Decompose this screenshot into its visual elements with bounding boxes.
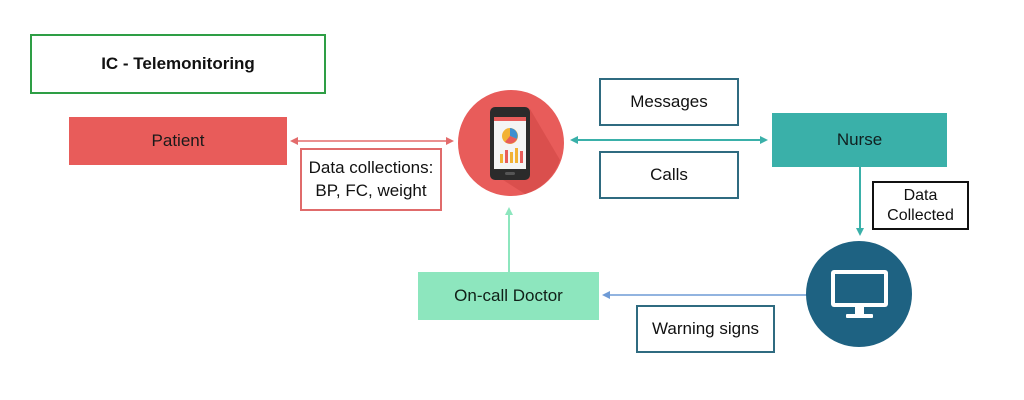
- calls-label: Calls: [599, 151, 739, 199]
- monitor-node: [806, 241, 912, 347]
- messages-label: Messages: [599, 78, 739, 126]
- data-collected-line2: Collected: [887, 206, 954, 224]
- calls-text: Calls: [650, 164, 688, 184]
- nurse-label: Nurse: [836, 129, 883, 149]
- diagram-title: IC - Telemonitoring: [30, 34, 326, 94]
- warning-signs-label: Warning signs: [636, 305, 775, 353]
- warning-signs-text: Warning signs: [651, 318, 760, 338]
- data-collections-line2: BP, FC, weight: [315, 180, 427, 200]
- on-call-doctor-node: On-call Doctor: [418, 272, 599, 320]
- data-collections-line1: Data collections:: [308, 158, 434, 178]
- nurse-node: Nurse: [772, 113, 947, 167]
- patient-label: Patient: [151, 130, 205, 150]
- on-call-doctor-label: On-call Doctor: [454, 285, 563, 305]
- diagram-title-text: IC - Telemonitoring: [101, 53, 255, 73]
- patient-node: Patient: [69, 117, 287, 165]
- data-collected-label: Data Collected: [872, 181, 969, 230]
- monitor-icon: [831, 270, 888, 318]
- data-collected-line1: Data: [903, 187, 938, 205]
- smartphone-icon: [490, 107, 530, 180]
- messages-text: Messages: [630, 91, 708, 111]
- data-collections-label: Data collections: BP, FC, weight: [300, 148, 442, 211]
- smartphone-node: [458, 90, 564, 196]
